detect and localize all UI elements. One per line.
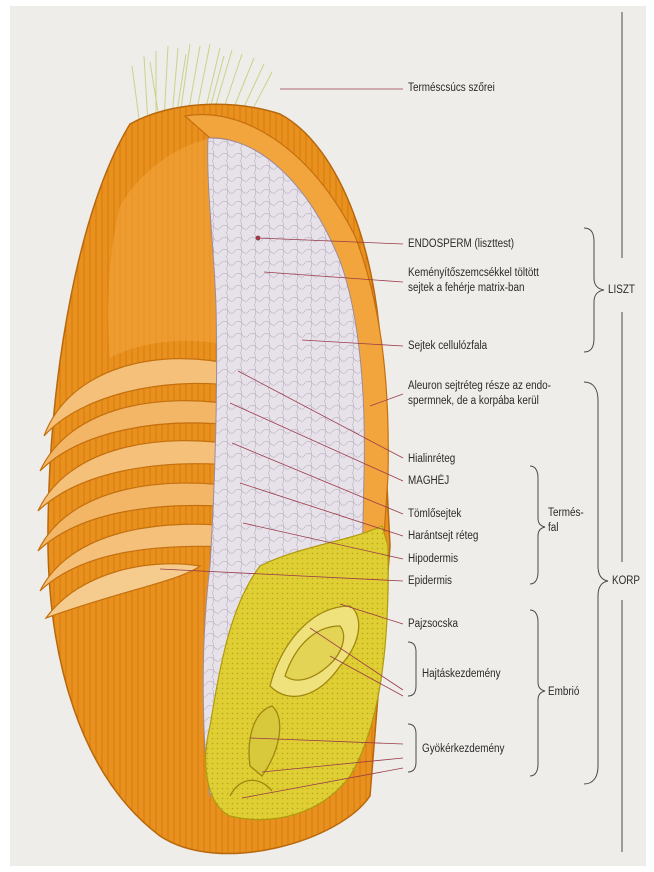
label-aleuron: Aleuron sejtréteg része az endo- spermne… xyxy=(408,379,551,409)
label-tomlosejtek: Tömlősejtek xyxy=(408,507,461,522)
label-cellulozfal: Sejtek cellulózfala xyxy=(408,339,487,354)
diagram-frame: Terméscsúcs szőrei ENDOSPERM (liszttest)… xyxy=(10,6,646,866)
label-hajtaskezdemeny: Hajtáskezdemény xyxy=(422,667,501,682)
label-pajzsocska: Pajzsocska xyxy=(408,617,458,632)
group-label-liszt: LISZT xyxy=(608,283,635,298)
label-endosperm: ENDOSPERM (liszttest) xyxy=(408,237,514,252)
label-maghej: MAGHÉJ xyxy=(408,474,449,489)
group-label-embrio: Embrió xyxy=(548,685,579,700)
label-hipodermis: Hipodermis xyxy=(408,552,458,567)
group-label-korp: KORP xyxy=(612,574,640,589)
label-epidermis: Epidermis xyxy=(408,574,452,589)
label-harantsejt: Harántsejt réteg xyxy=(408,529,478,544)
group-braces xyxy=(408,12,622,852)
wheat-kernel-diagram xyxy=(10,6,646,866)
group-label-termesfal: Termés- fal xyxy=(548,506,584,536)
label-kemenyito: Keményítőszemcsékkel töltött sejtek a fe… xyxy=(408,266,539,296)
label-hialinreteg: Hialinréteg xyxy=(408,452,455,467)
label-gyokerkezdemeny: Gyökérkezdemény xyxy=(422,742,504,757)
label-termescsucs: Terméscsúcs szőrei xyxy=(408,81,495,96)
